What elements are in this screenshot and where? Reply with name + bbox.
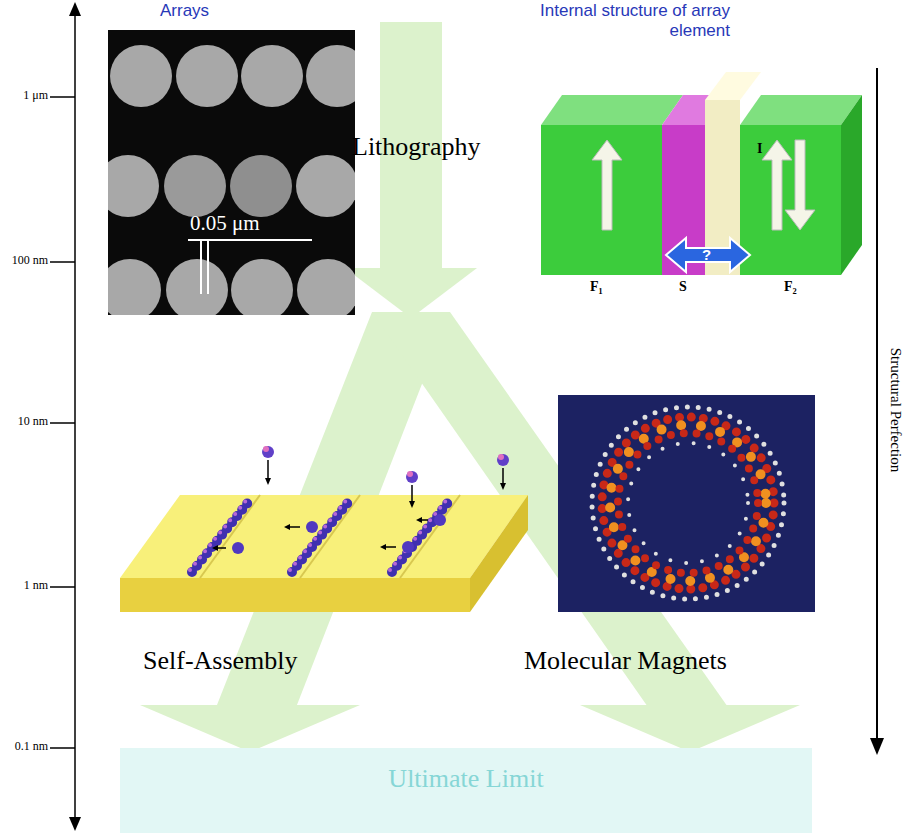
scale-tick-label: 0.1 nm: [0, 740, 48, 754]
question-mark: ?: [702, 246, 711, 263]
tick: [50, 586, 75, 588]
scale-tick-label: 1 μm: [0, 89, 48, 103]
method-label: Lithography: [352, 132, 481, 162]
tick: [50, 747, 75, 749]
band-text: Ultimate Limit: [388, 764, 543, 794]
perfection-arrow: [876, 68, 878, 740]
atom-chains: [192, 500, 450, 572]
scale-axis: [50, 10, 75, 823]
tick: [50, 96, 75, 98]
tick: [50, 422, 75, 424]
perfection-arrowhead: [870, 738, 884, 755]
adatoms: [212, 446, 509, 554]
scale-tick-label: 10 nm: [0, 415, 48, 429]
column-heading: Arrays: [160, 1, 209, 21]
axis-line: [74, 10, 76, 823]
arrow-head: [580, 705, 800, 752]
limit-band: Ultimate Limit: [120, 748, 812, 833]
tick: [50, 261, 75, 263]
arrow-head: [140, 705, 360, 752]
scale-bar: [188, 240, 312, 294]
atom-highlights: [190, 498, 448, 570]
layer-label: S: [679, 279, 687, 295]
axis-arrowhead: [69, 817, 81, 831]
scale-tick-label: 100 nm: [0, 254, 48, 268]
layer-label: I: [757, 141, 762, 157]
layer-label: F₂: [784, 279, 797, 295]
column-heading: Internal structure of array element: [540, 1, 730, 40]
self-assembly-surface: [120, 495, 528, 612]
dot-array: [108, 45, 355, 315]
axis-arrowhead: [69, 2, 81, 16]
axis-label: Structural Perfection: [886, 348, 903, 473]
scale-bar-label: 0.05 μm: [190, 211, 260, 235]
spin-valve: [541, 72, 862, 275]
arrow-head: [345, 268, 477, 318]
method-label: Self-Assembly: [143, 646, 298, 676]
layer-label: F₁: [590, 279, 603, 295]
molecule-image: [558, 395, 815, 612]
method-label: Molecular Magnets: [524, 646, 727, 676]
molecular-ring: [592, 407, 784, 599]
scale-tick-label: 1 nm: [0, 579, 48, 593]
